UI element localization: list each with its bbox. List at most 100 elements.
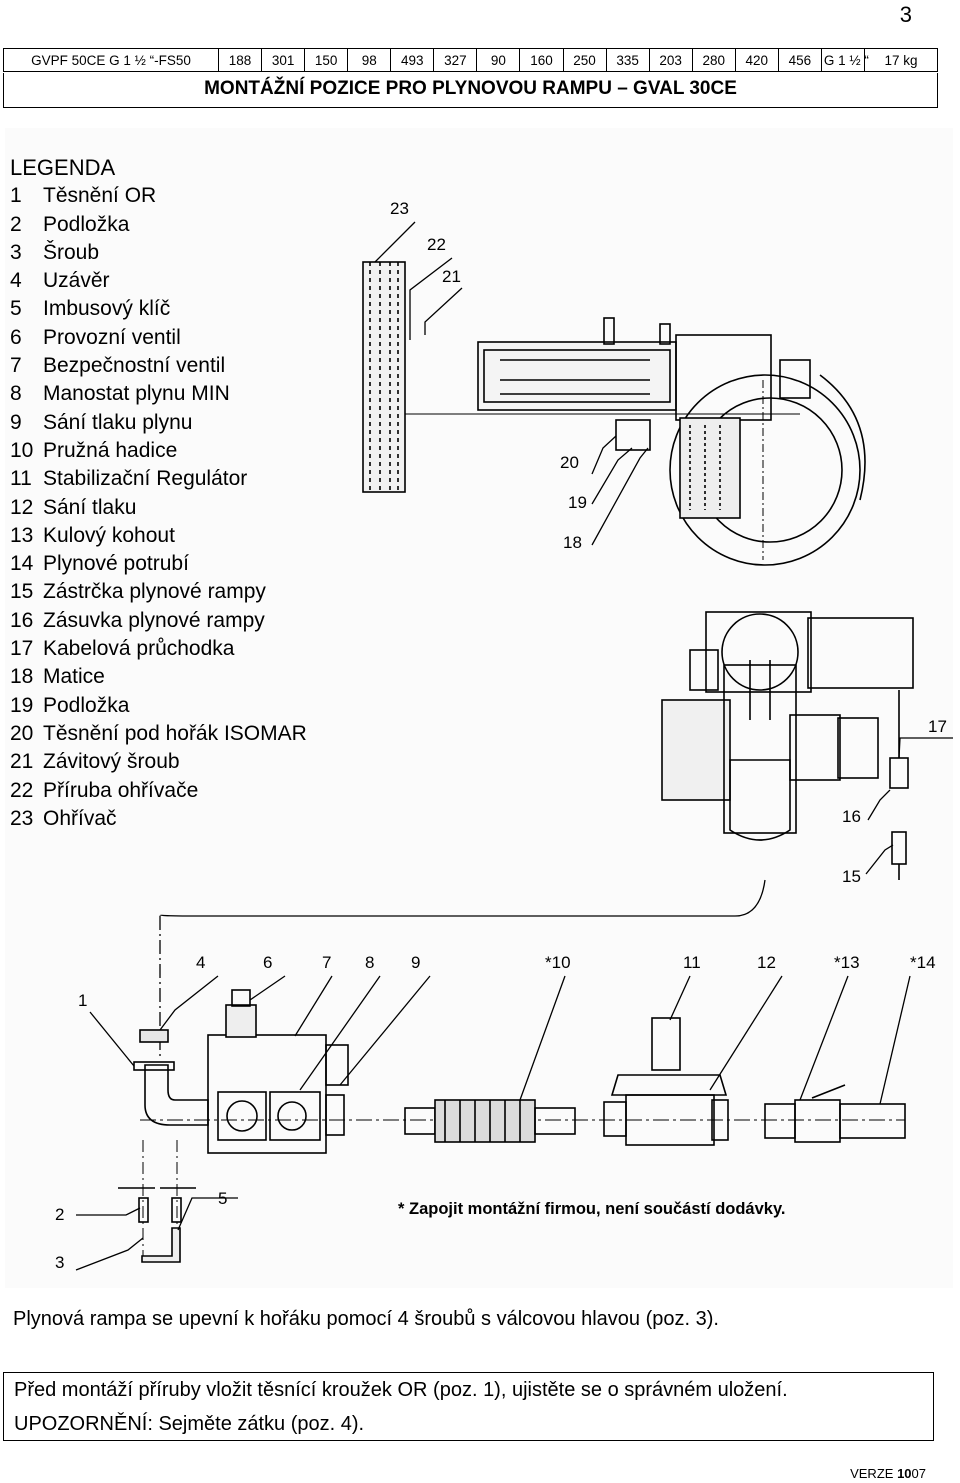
legend-item-label: Kulový kohout: [43, 523, 175, 547]
legend-item: 11 Stabilizační Regulátor: [10, 465, 307, 493]
legend-item-label: Podložka: [43, 693, 130, 717]
spec-cell: 327: [433, 48, 478, 72]
callout-2: 2: [55, 1205, 64, 1224]
legend-item-number: 11: [10, 467, 32, 491]
legend-item-number: 21: [10, 750, 34, 774]
legend-item: 15 Zástrčka plynové rampy: [10, 578, 307, 606]
drawing-background: [5, 128, 953, 1288]
legend-item-number: 17: [10, 637, 34, 661]
legend-item-number: 18: [10, 665, 34, 689]
callout-21: 21: [442, 267, 461, 286]
callout-22: 22: [427, 235, 446, 254]
spec-cell: 160: [519, 48, 564, 72]
spec-table: GVPF 50CE G 1 ½ “-FS50 188 301 150 98 49…: [3, 48, 938, 72]
heater-panel: [362, 261, 406, 493]
legend-item-number: 22: [10, 778, 34, 802]
callout-12: 12: [757, 953, 776, 972]
legend-item-label: Zástrčka plynové rampy: [43, 580, 266, 604]
spec-cell: 150: [304, 48, 349, 72]
legend-item-label: Manostat plynu MIN: [43, 382, 230, 406]
spec-cell: 90: [476, 48, 521, 72]
page-number: 3: [899, 2, 912, 27]
legend-item-number: 2: [10, 212, 22, 236]
legend-item-label: Pružná hadice: [43, 438, 178, 462]
version-bold: 10: [897, 1466, 912, 1481]
legend-item: 22 Příruba ohřívače: [10, 777, 307, 805]
legend-item-label: Plynové potrubí: [43, 552, 189, 576]
legend-item: 6 Provozní ventil: [10, 324, 307, 352]
legend-item-label: Bezpečnostní ventil: [43, 354, 226, 378]
callout-4: 4: [196, 953, 205, 972]
legend-item-label: Provozní ventil: [43, 325, 181, 349]
callout-5: 5: [218, 1189, 227, 1208]
connection-line: [159, 879, 766, 917]
legend-item: 10 Pružná hadice: [10, 437, 307, 465]
notice-line: Před montáží příruby vložit těsnící krou…: [14, 1379, 788, 1401]
callout-15: 15: [842, 867, 861, 886]
legend-item-number: 7: [10, 354, 22, 378]
legend-item-number: 3: [10, 240, 22, 264]
version-footer: VERZE 1007: [850, 1466, 926, 1481]
callout-17: 17: [928, 717, 947, 736]
legend-item-number: 23: [10, 806, 34, 830]
legend-item-number: 8: [10, 382, 22, 406]
legend-item-number: 1: [10, 184, 22, 208]
legend-item-number: 10: [10, 438, 34, 462]
legend-item-number: 19: [10, 693, 34, 717]
flexible-hose: [404, 1099, 576, 1143]
callout-10: *10: [545, 953, 571, 972]
fixing-screws: [118, 1140, 196, 1263]
spec-cell: 456: [777, 48, 822, 72]
callout-6: 6: [263, 953, 272, 972]
page-title: MONTÁŽNÍ POZICE PRO PLYNOVOU RAMPU – GVA…: [3, 73, 938, 108]
legend-item-label: Stabilizační Regulátor: [43, 467, 248, 491]
callout-23: 23: [390, 199, 409, 218]
spec-cell: 420: [734, 48, 779, 72]
gas-valve-block: [207, 989, 349, 1154]
legend-item-label: Příruba ohřívače: [43, 778, 199, 802]
legend-item: 20 Těsnění pod hořák ISOMAR: [10, 720, 307, 748]
legend-item-number: 14: [10, 552, 34, 576]
legend-item-label: Těsnění pod hořák ISOMAR: [43, 721, 307, 745]
spec-cell: 493: [390, 48, 435, 72]
pressure-regulator: [603, 1017, 729, 1146]
legend-item-label: Imbusový klíč: [43, 297, 171, 321]
legend-item-number: 6: [10, 325, 22, 349]
legend-item-label: Kabelová průchodka: [43, 637, 235, 661]
legend-item: 18 Matice: [10, 663, 307, 691]
legend-item: 8 Manostat plynu MIN: [10, 380, 307, 408]
spec-cell-connection: G 1 ½ “: [820, 48, 869, 72]
legend-item-number: 4: [10, 269, 22, 293]
spec-cell: 188: [217, 48, 263, 72]
legend-item-number: 9: [10, 410, 22, 434]
legend-item: 1 Těsnění OR: [10, 182, 307, 210]
burner-front-view: [661, 611, 914, 880]
legend-item-label: Těsnění OR: [43, 184, 157, 208]
callout-3: 3: [55, 1253, 64, 1272]
notice-line: UPOZORNĚNÍ: Sejměte zátku (poz. 4).: [14, 1413, 365, 1435]
spec-cell: 280: [691, 48, 736, 72]
leader-lines: [75, 221, 953, 1271]
ball-valve-and-pipe: [764, 1084, 906, 1143]
legend-item-number: 15: [10, 580, 34, 604]
callout-labels: 23 22 21 20 19 18 17 16 15 4 6 7 8 9 *10…: [55, 199, 947, 1272]
legend-item: 7 Bezpečnostní ventil: [10, 352, 307, 380]
spec-row: GVPF 50CE G 1 ½ “-FS50 188 301 150 98 49…: [3, 48, 938, 72]
legend-item-label: Matice: [43, 665, 105, 689]
callout-8: 8: [365, 953, 374, 972]
callout-16: 16: [842, 807, 861, 826]
version-prefix: VERZE: [850, 1466, 898, 1481]
callout-19: 19: [568, 493, 587, 512]
assembly-drawing: 23 22 21 20 19 18 17 16 15 4 6 7 8 9 *10…: [5, 128, 953, 1288]
legend-item-label: Závitový šroub: [43, 750, 180, 774]
legend-item-number: 20: [10, 721, 34, 745]
legend-item-number: 16: [10, 608, 34, 632]
spec-cell-model: GVPF 50CE G 1 ½ “-FS50: [3, 48, 219, 72]
